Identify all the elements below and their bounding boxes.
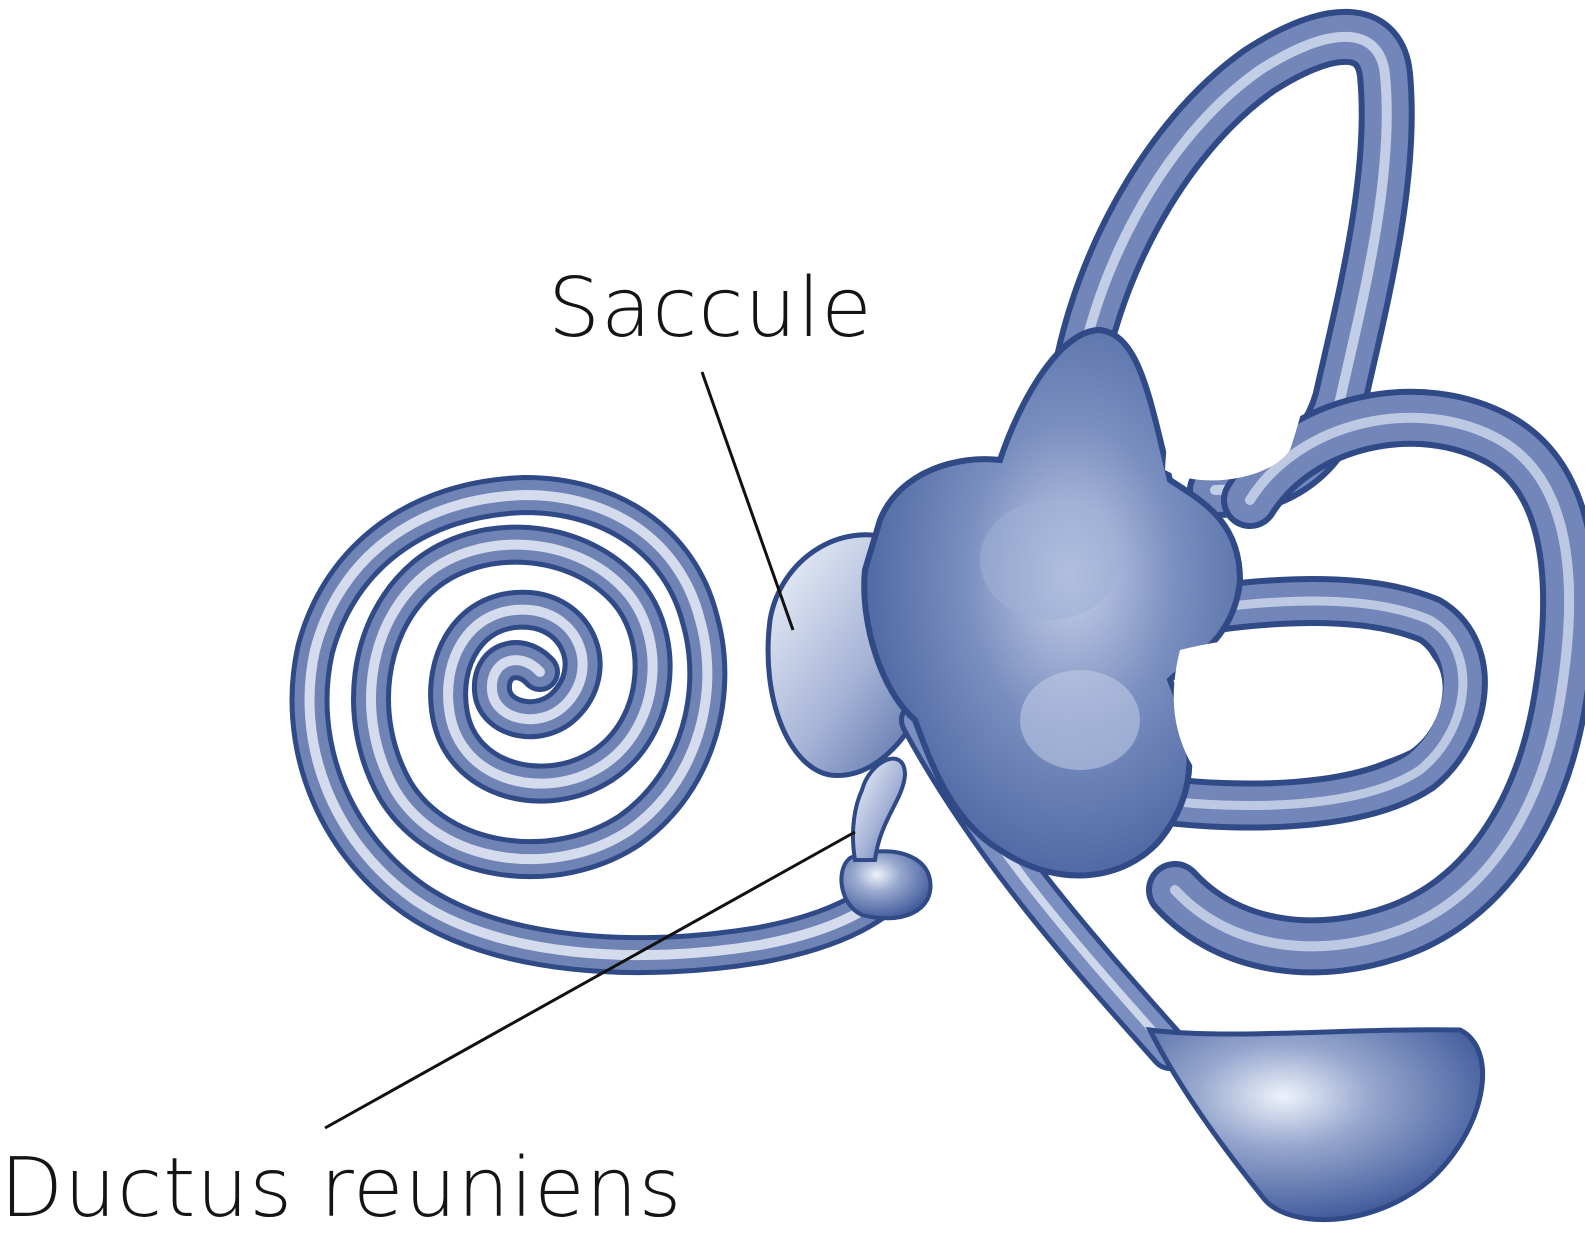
- ductus-reuniens-structure: [853, 759, 905, 860]
- saccule-label: Saccule: [548, 268, 873, 350]
- ductus-reuniens-label: Ductus reuniens: [0, 1148, 682, 1230]
- endolymphatic-sac: [1150, 1030, 1483, 1220]
- saccule-leader-line: [702, 372, 793, 630]
